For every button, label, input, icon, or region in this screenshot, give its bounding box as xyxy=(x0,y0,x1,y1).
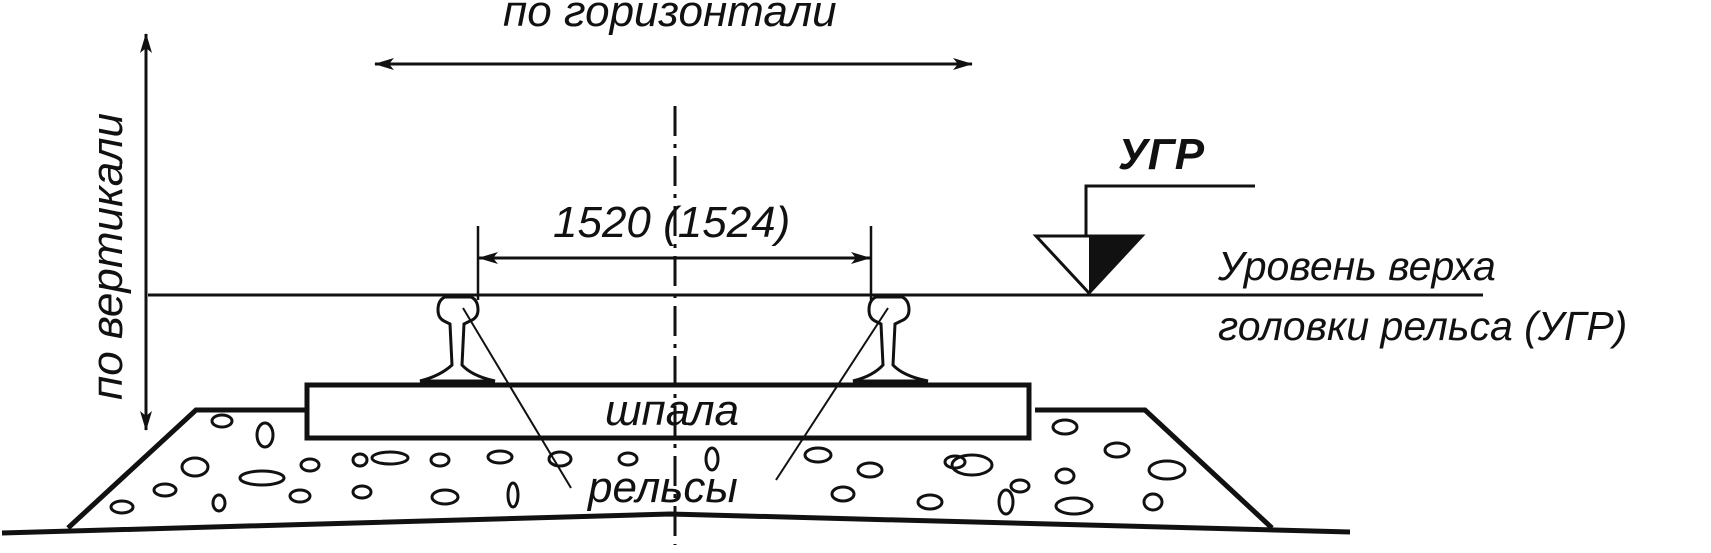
ballast-outline xyxy=(66,407,1274,530)
rail-left xyxy=(419,295,496,383)
vertical-label: по вертикали xyxy=(83,113,132,400)
rails-leader-left xyxy=(462,307,572,489)
rails-label: рельсы xyxy=(586,463,738,512)
sleeper-label: шпала xyxy=(605,386,739,435)
horizontal-label: по горизонтали xyxy=(503,0,837,36)
level-marker-symbol xyxy=(1032,184,1255,296)
rails-leader-right xyxy=(775,307,889,481)
level-description-line2: головки рельса (УГР) xyxy=(1218,303,1627,349)
rail-right xyxy=(852,295,929,383)
ugr-marker-label: УГР xyxy=(1118,130,1205,179)
ground-line xyxy=(1,511,1351,536)
gauge-label: 1520 (1524) xyxy=(553,198,790,247)
level-description-line1: Уровень верха xyxy=(1217,243,1496,289)
ballast-stones xyxy=(109,413,1187,516)
sleeper xyxy=(304,382,1032,441)
